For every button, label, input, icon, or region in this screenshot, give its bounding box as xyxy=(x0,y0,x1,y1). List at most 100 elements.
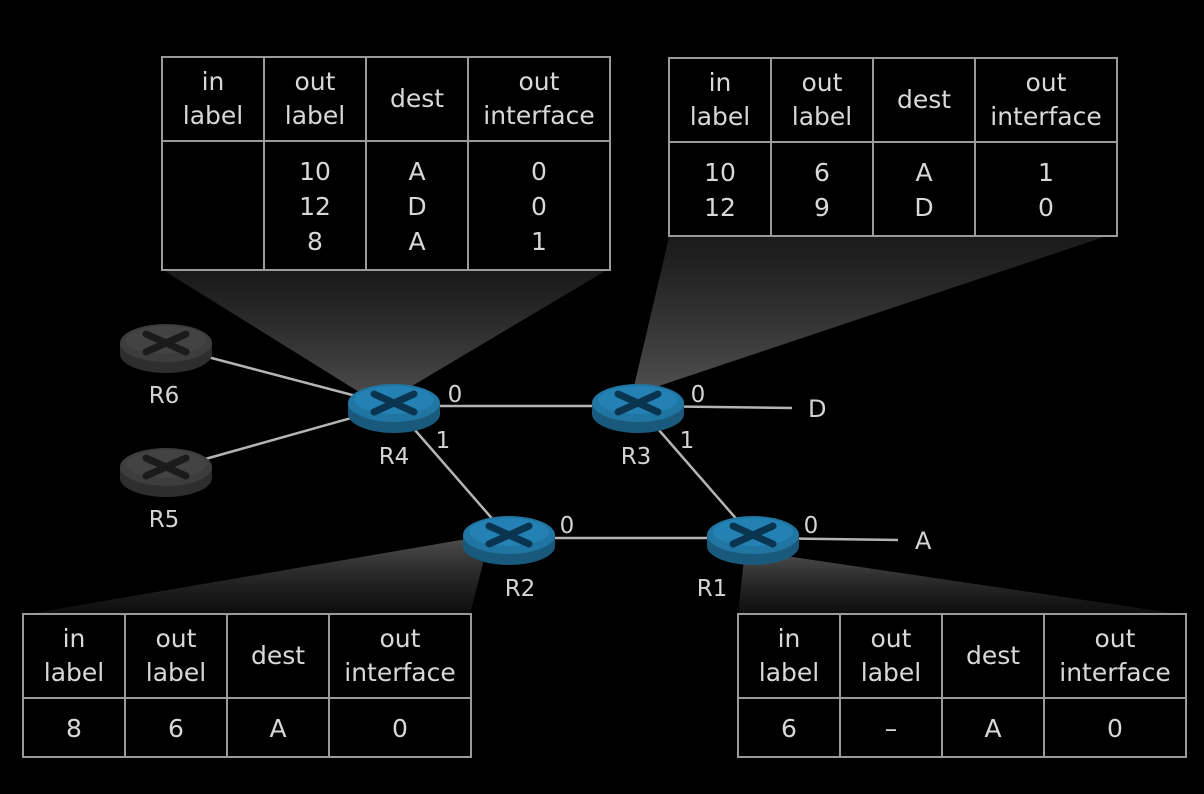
router-label-r3: R3 xyxy=(621,444,652,470)
cell-in-label xyxy=(161,140,265,271)
router-cross-icon xyxy=(370,390,418,416)
router-cross-icon xyxy=(614,390,662,416)
table-value: A xyxy=(408,157,426,186)
cell-out-interface: 0 xyxy=(328,697,472,758)
interface-label-r3-d: 0 xyxy=(691,382,706,408)
table-value: 12 xyxy=(704,193,736,222)
router-r5 xyxy=(120,448,212,497)
table-value: 0 xyxy=(531,157,547,186)
interface-label-r2-r1: 0 xyxy=(560,513,575,539)
header-dest: dest xyxy=(365,56,469,142)
header-dest: dest xyxy=(872,57,976,143)
table-value: 9 xyxy=(814,193,830,222)
router-cross-icon xyxy=(485,522,533,548)
router-label-r6: R6 xyxy=(149,383,180,409)
router-cross-icon xyxy=(729,522,777,548)
callout-r2 xyxy=(22,535,490,615)
interface-label-r4-r3: 0 xyxy=(448,382,463,408)
router-r3 xyxy=(592,384,684,433)
cell-out-label: 10 12 8 xyxy=(263,140,367,271)
cell-in-label: 8 xyxy=(22,697,126,758)
header-dest: dest xyxy=(941,613,1045,699)
table-value: A xyxy=(408,227,426,256)
interface-label-r1-a: 0 xyxy=(804,513,819,539)
table-value: A xyxy=(269,714,287,743)
cell-out-interface: 0 xyxy=(1043,697,1187,758)
cell-dest: A xyxy=(226,697,330,758)
table-value: 0 xyxy=(1038,193,1054,222)
table-value: D xyxy=(407,192,427,221)
table-value: 6 xyxy=(814,158,830,187)
table-value xyxy=(209,192,217,221)
router-label-r2: R2 xyxy=(505,576,536,602)
callout-r1 xyxy=(738,550,1186,615)
destination-a: A xyxy=(915,527,932,555)
router-cross-icon xyxy=(142,454,190,480)
cell-in-label: 6 xyxy=(737,697,841,758)
table-body-row: 8 6 A 0 xyxy=(22,697,472,758)
table-value xyxy=(209,157,217,186)
table-value: 0 xyxy=(1107,714,1123,743)
router-cross-icon xyxy=(142,330,190,356)
table-value: 8 xyxy=(307,227,323,256)
table-value: 6 xyxy=(168,714,184,743)
router-r4 xyxy=(348,384,440,433)
table-value: 8 xyxy=(66,714,82,743)
table-value: 1 xyxy=(531,227,547,256)
cell-out-label: – xyxy=(839,697,943,758)
table-value: 10 xyxy=(299,157,331,186)
table-body-row: 6 – A 0 xyxy=(737,697,1187,758)
callout-r4 xyxy=(163,270,607,405)
router-r1 xyxy=(707,516,799,565)
table-value: D xyxy=(914,193,934,222)
table-value: A xyxy=(915,158,933,187)
table-value: 1 xyxy=(1038,158,1054,187)
cell-out-label: 6 xyxy=(124,697,228,758)
header-dest: dest xyxy=(226,613,330,699)
interface-label-r4-r2: 1 xyxy=(436,428,451,454)
router-label-r5: R5 xyxy=(149,507,180,533)
table-value: – xyxy=(884,714,898,743)
router-label-r4: R4 xyxy=(379,444,410,470)
table-value: A xyxy=(984,714,1002,743)
table-value: 12 xyxy=(299,192,331,221)
table-value: 6 xyxy=(781,714,797,743)
callout-r3 xyxy=(632,233,1116,395)
interface-label-r3-r1: 1 xyxy=(680,428,695,454)
destination-d: D xyxy=(808,395,826,423)
router-label-r1: R1 xyxy=(697,576,728,602)
router-r2 xyxy=(463,516,555,565)
cell-dest: A xyxy=(941,697,1045,758)
table-value: 0 xyxy=(392,714,408,743)
table-value: 10 xyxy=(704,158,736,187)
router-r6 xyxy=(120,324,212,373)
